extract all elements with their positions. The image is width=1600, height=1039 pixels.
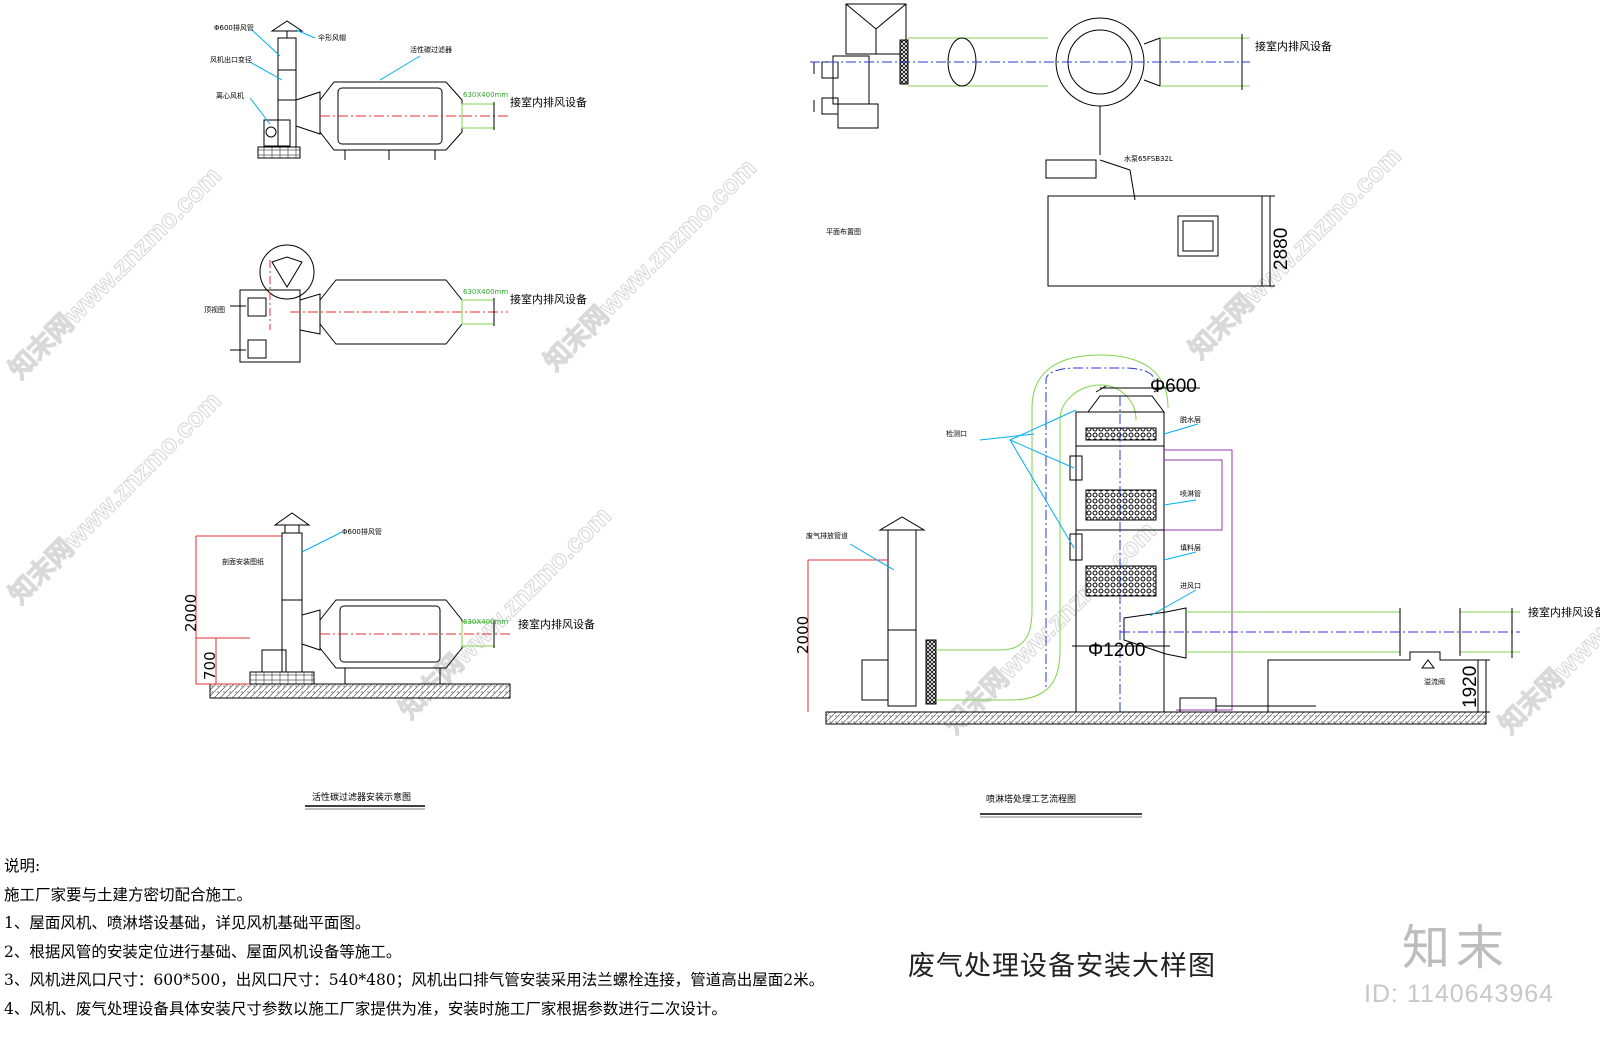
- watermark-text: 知末网www.znzmo.com: [3, 385, 227, 609]
- notes-line: 3、风机进风口尺寸：600*500，出风口尺寸：540*480；风机出口排气管安…: [4, 971, 825, 989]
- drawing-title: 废气处理设备安装大样图: [908, 951, 1216, 982]
- label-connect-indoor-5: 接室内排风设备: [1528, 605, 1600, 619]
- notes-line: 4、风机、废气处理设备具体安装尺寸参数以施工厂家提供为准，安装时施工厂家根据参数…: [4, 999, 727, 1018]
- label-duct-size: 630X400mm: [463, 91, 508, 99]
- dim-phi1200: Φ1200: [1088, 640, 1145, 661]
- dim-2000-right: 2000: [794, 616, 812, 654]
- caption-underline-2: [980, 813, 1142, 818]
- label-dewater-layer: 脱水层: [1180, 415, 1201, 424]
- label-section-install: 剖面安装图纸: [222, 557, 264, 566]
- watermark-text: 知末网www.znzmo.com: [1493, 515, 1600, 739]
- watermark-text: 知末网www.znzmo.com: [538, 152, 762, 376]
- label-overflow: 溢流阀: [1424, 677, 1445, 686]
- label-fan-outlet-reducer: 风机出口变径: [210, 55, 252, 64]
- watermark-text: 知末网www.znzmo.com: [938, 515, 1162, 739]
- label-plan-layout: 平面布置图: [826, 227, 861, 236]
- dim-1920: 1920: [1460, 666, 1481, 708]
- label-exhaust-pipe: Φ600排风管: [214, 23, 254, 32]
- label-top-view: 顶视图: [204, 305, 225, 314]
- label-pump: 水泵65FSB32L: [1124, 154, 1173, 163]
- brand-id: ID: 1140643964: [1364, 980, 1555, 1008]
- label-connect-indoor: 接室内排风设备: [510, 95, 587, 109]
- notes-block: 说明: 施工厂家要与土建方密切配合施工。 1、屋面风机、喷淋塔设基础，详见风机基…: [4, 852, 824, 1023]
- notes-line: 2、根据风管的安装定位进行基础、屋面风机设备等施工。: [4, 942, 402, 961]
- label-exhaust-duct: 废气排放管道: [806, 531, 848, 540]
- label-exhaust-pipe-2: Φ600排风管: [342, 527, 382, 536]
- label-spray-pipe: 喷淋管: [1180, 489, 1201, 498]
- carbon-filter-top-view: [230, 244, 508, 363]
- spray-tower-plan: [810, 3, 1275, 287]
- carbon-filter-elevation: [249, 20, 508, 160]
- dim-700: 700: [201, 651, 219, 680]
- label-duct-size-3: 630X400mm: [463, 618, 508, 626]
- label-packing-layer: 填料层: [1180, 543, 1201, 552]
- watermark-text: 知末网www.znzmo.com: [3, 160, 227, 384]
- caption-spray-tower: 喷淋塔处理工艺流程图: [986, 793, 1076, 805]
- notes-heading: 说明:: [4, 857, 41, 875]
- dim-2880: 2880: [1271, 228, 1292, 270]
- label-inspection-port: 检测口: [946, 429, 967, 438]
- watermark-text: 知末网www.znzmo.com: [1183, 140, 1407, 364]
- label-connect-indoor-2: 接室内排风设备: [510, 292, 587, 306]
- notes-line: 施工厂家要与土建方密切配合施工。: [4, 885, 253, 904]
- label-connect-indoor-3: 接室内排风设备: [518, 617, 595, 631]
- label-umbrella-cap: 伞形风帽: [318, 33, 346, 42]
- spray-tower-flow: [807, 354, 1520, 725]
- label-duct-size-2: 630X400mm: [463, 288, 508, 296]
- label-centrifugal-fan: 离心风机: [216, 91, 244, 100]
- label-carbon-filter: 活性碳过滤器: [410, 45, 452, 54]
- dim-2000-left: 2000: [182, 594, 200, 632]
- carbon-filter-section: [195, 512, 511, 699]
- label-air-inlet: 进风口: [1180, 582, 1201, 590]
- brand-logo: 知末: [1402, 920, 1511, 976]
- label-connect-indoor-4: 接室内排风设备: [1255, 39, 1332, 53]
- caption-carbon-filter: 活性碳过滤器安装示意图: [312, 791, 411, 803]
- caption-underline: [305, 805, 425, 810]
- dim-phi600: Φ600: [1150, 376, 1197, 397]
- notes-line: 1、屋面风机、喷淋塔设基础，详见风机基础平面图。: [4, 914, 371, 932]
